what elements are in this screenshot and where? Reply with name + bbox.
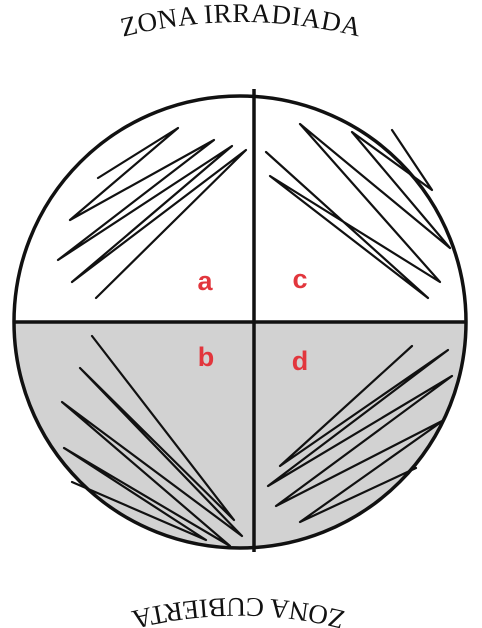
top-zone-label: ZONA IRRADIADA: [117, 0, 364, 42]
quadrant-label-c: c: [292, 264, 307, 294]
streak-pattern-a: [58, 128, 246, 298]
quadrant-label-d: d: [292, 346, 309, 376]
quadrant-label-b: b: [198, 342, 215, 372]
bottom-zone-label: ZONA CUBIERTA: [129, 592, 347, 628]
quadrant-label-a: a: [197, 266, 213, 296]
